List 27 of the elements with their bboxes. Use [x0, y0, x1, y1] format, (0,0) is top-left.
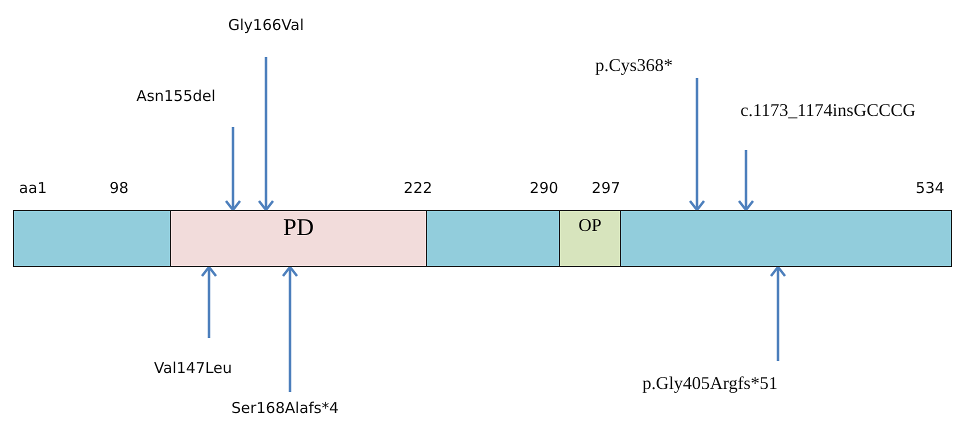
protein-segment [426, 210, 560, 267]
position-number: aa1 [19, 178, 47, 198]
arrow [688, 78, 706, 212]
domain-segment [559, 210, 621, 267]
mutation-label: p.Gly405Argfs*51 [642, 373, 778, 393]
protein-segment [620, 210, 952, 267]
arrow [770, 266, 786, 361]
arrow [258, 57, 274, 212]
mutation-label: p.Cys368* [595, 55, 673, 75]
position-number: 297 [592, 178, 620, 198]
position-number: 534 [916, 178, 944, 198]
domain-segment [170, 210, 427, 267]
domain-label: OP [577, 215, 602, 236]
domain-label: PD [282, 215, 315, 242]
arrow [738, 150, 754, 212]
mutation-label: c.1173_1174insGCCCG [740, 100, 916, 120]
arrow [200, 266, 218, 338]
position-number: 290 [530, 178, 558, 198]
mutation-label: Gly166Val [228, 15, 304, 35]
arrow [282, 266, 298, 392]
position-number: 98 [109, 178, 129, 198]
mutation-label: Asn155del [136, 86, 216, 106]
mutation-label: Ser168Alafs*4 [231, 398, 339, 418]
arrow [224, 127, 242, 212]
protein-segment [13, 210, 171, 267]
position-number: 222 [404, 178, 432, 198]
mutation-label: Val147Leu [154, 358, 232, 378]
